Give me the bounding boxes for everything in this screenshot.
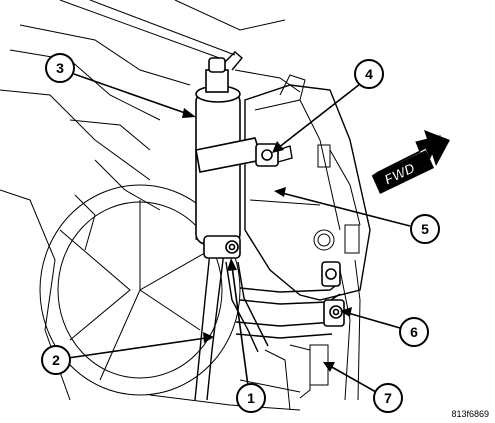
leader-lines [67, 73, 411, 393]
callout-5-label: 5 [421, 221, 429, 237]
upper-line-fitting [321, 261, 341, 287]
callout-5: 5 [410, 214, 440, 244]
callout-7-label: 7 [384, 390, 392, 406]
receiver-drier [195, 51, 264, 245]
callout-4-label: 4 [365, 66, 373, 82]
callout-1-label: 1 [247, 390, 255, 406]
callout-3: 3 [45, 53, 75, 83]
callout-6-label: 6 [410, 324, 418, 340]
figure-id: 813f6869 [451, 409, 489, 419]
forward-direction-arrow-icon: FWD [371, 130, 450, 194]
callout-2-label: 2 [52, 352, 60, 368]
callout-3-label: 3 [56, 60, 64, 76]
refrigerant-lines [194, 251, 341, 401]
callout-4: 4 [354, 59, 384, 89]
drier-fitting [203, 235, 241, 259]
lower-line-fitting [323, 299, 345, 327]
strap-bolt [255, 143, 293, 167]
callout-7: 7 [373, 383, 403, 413]
callout-6: 6 [399, 317, 429, 347]
callout-2: 2 [41, 345, 71, 375]
background-line-art [0, 0, 371, 411]
callout-1: 1 [236, 383, 266, 413]
